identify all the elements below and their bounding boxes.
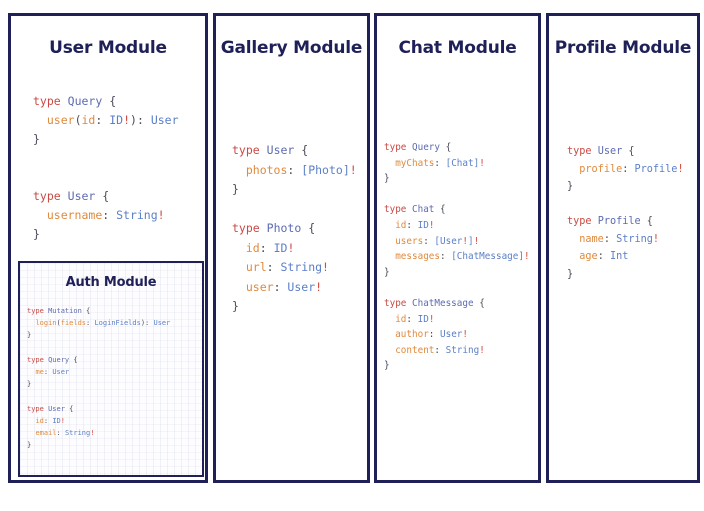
profile-module-schema: type User { profile: Profile! } type Pro…	[567, 146, 684, 280]
card-user-module[interactable]: User Module type Query { user(id: ID!): …	[8, 13, 208, 483]
auth-module-title: Auth Module	[65, 275, 157, 290]
card-profile-module[interactable]: Profile Module type User { profile: Prof…	[546, 13, 700, 483]
gallery-module-schema: type User { photos: [Photo]! } type Phot…	[232, 143, 357, 313]
user-module-title: User Module	[49, 38, 167, 58]
card-gallery-module[interactable]: Gallery Module type User { photos: [Phot…	[213, 13, 370, 483]
card-auth-module[interactable]: Auth Module type Mutation { login(fields…	[18, 261, 204, 477]
card-chat-module[interactable]: Chat Module type Query { myChats: [Chat]…	[374, 13, 541, 483]
chat-module-title: Chat Module	[398, 38, 517, 58]
user-module-schema: type Query { user(id: ID!): User } type …	[33, 94, 179, 241]
auth-module-schema: type Mutation { login(fields: LoginField…	[27, 307, 171, 450]
profile-module-title: Profile Module	[554, 38, 692, 58]
chat-module-schema: type Query { myChats: [Chat]! } type Cha…	[384, 142, 530, 372]
gallery-module-title: Gallery Module	[220, 38, 363, 58]
